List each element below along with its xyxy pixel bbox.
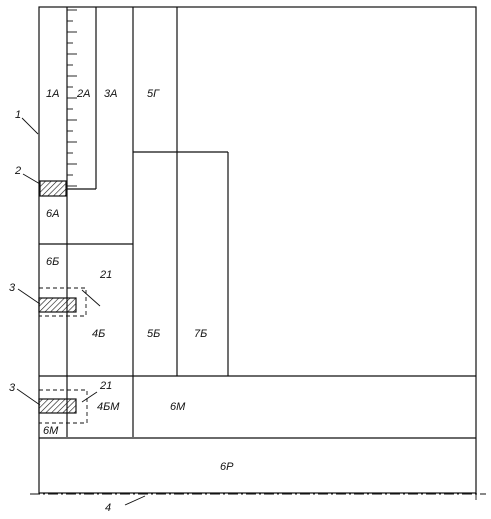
ruler-ticks [67, 9, 77, 187]
leader-2 [22, 173, 41, 185]
label-7b: 7Б [194, 328, 207, 340]
outer-frame [38, 6, 477, 494]
leader-21-lower [81, 391, 98, 403]
label-2a: 2А [76, 88, 90, 100]
callout-4: 4 [105, 502, 111, 514]
leader-1 [21, 117, 39, 135]
leader-3-lower [16, 388, 41, 406]
label-4bm: 4БМ [97, 401, 120, 413]
label-6r: 6Р [220, 461, 234, 473]
callout-1: 1 [15, 109, 21, 121]
callout-3-upper: 3 [9, 282, 16, 294]
label-1a: 1А [46, 88, 59, 100]
hatched-element-3-upper [38, 297, 77, 313]
callout-3-lower: 3 [9, 382, 16, 394]
dashed-zone-21-lower [38, 389, 88, 424]
callout-2: 2 [14, 165, 21, 177]
label-6m-main: 6М [170, 401, 186, 413]
hatched-element-3-lower [38, 398, 77, 414]
label-5g: 5Г [147, 88, 160, 100]
label-3a: 3А [104, 88, 117, 100]
label-6m-small: 6М [43, 425, 59, 437]
callout-21-upper: 21 [99, 269, 112, 281]
callout-21-lower: 21 [99, 380, 112, 392]
label-5b: 5Б [147, 328, 160, 340]
hatched-element-2 [39, 180, 67, 197]
leader-4 [124, 495, 146, 506]
label-4b: 4Б [92, 328, 105, 340]
leader-21-upper [81, 289, 101, 307]
leader-3-upper [17, 288, 41, 305]
label-6a: 6А [46, 208, 59, 220]
label-6b: 6Б [46, 256, 59, 268]
